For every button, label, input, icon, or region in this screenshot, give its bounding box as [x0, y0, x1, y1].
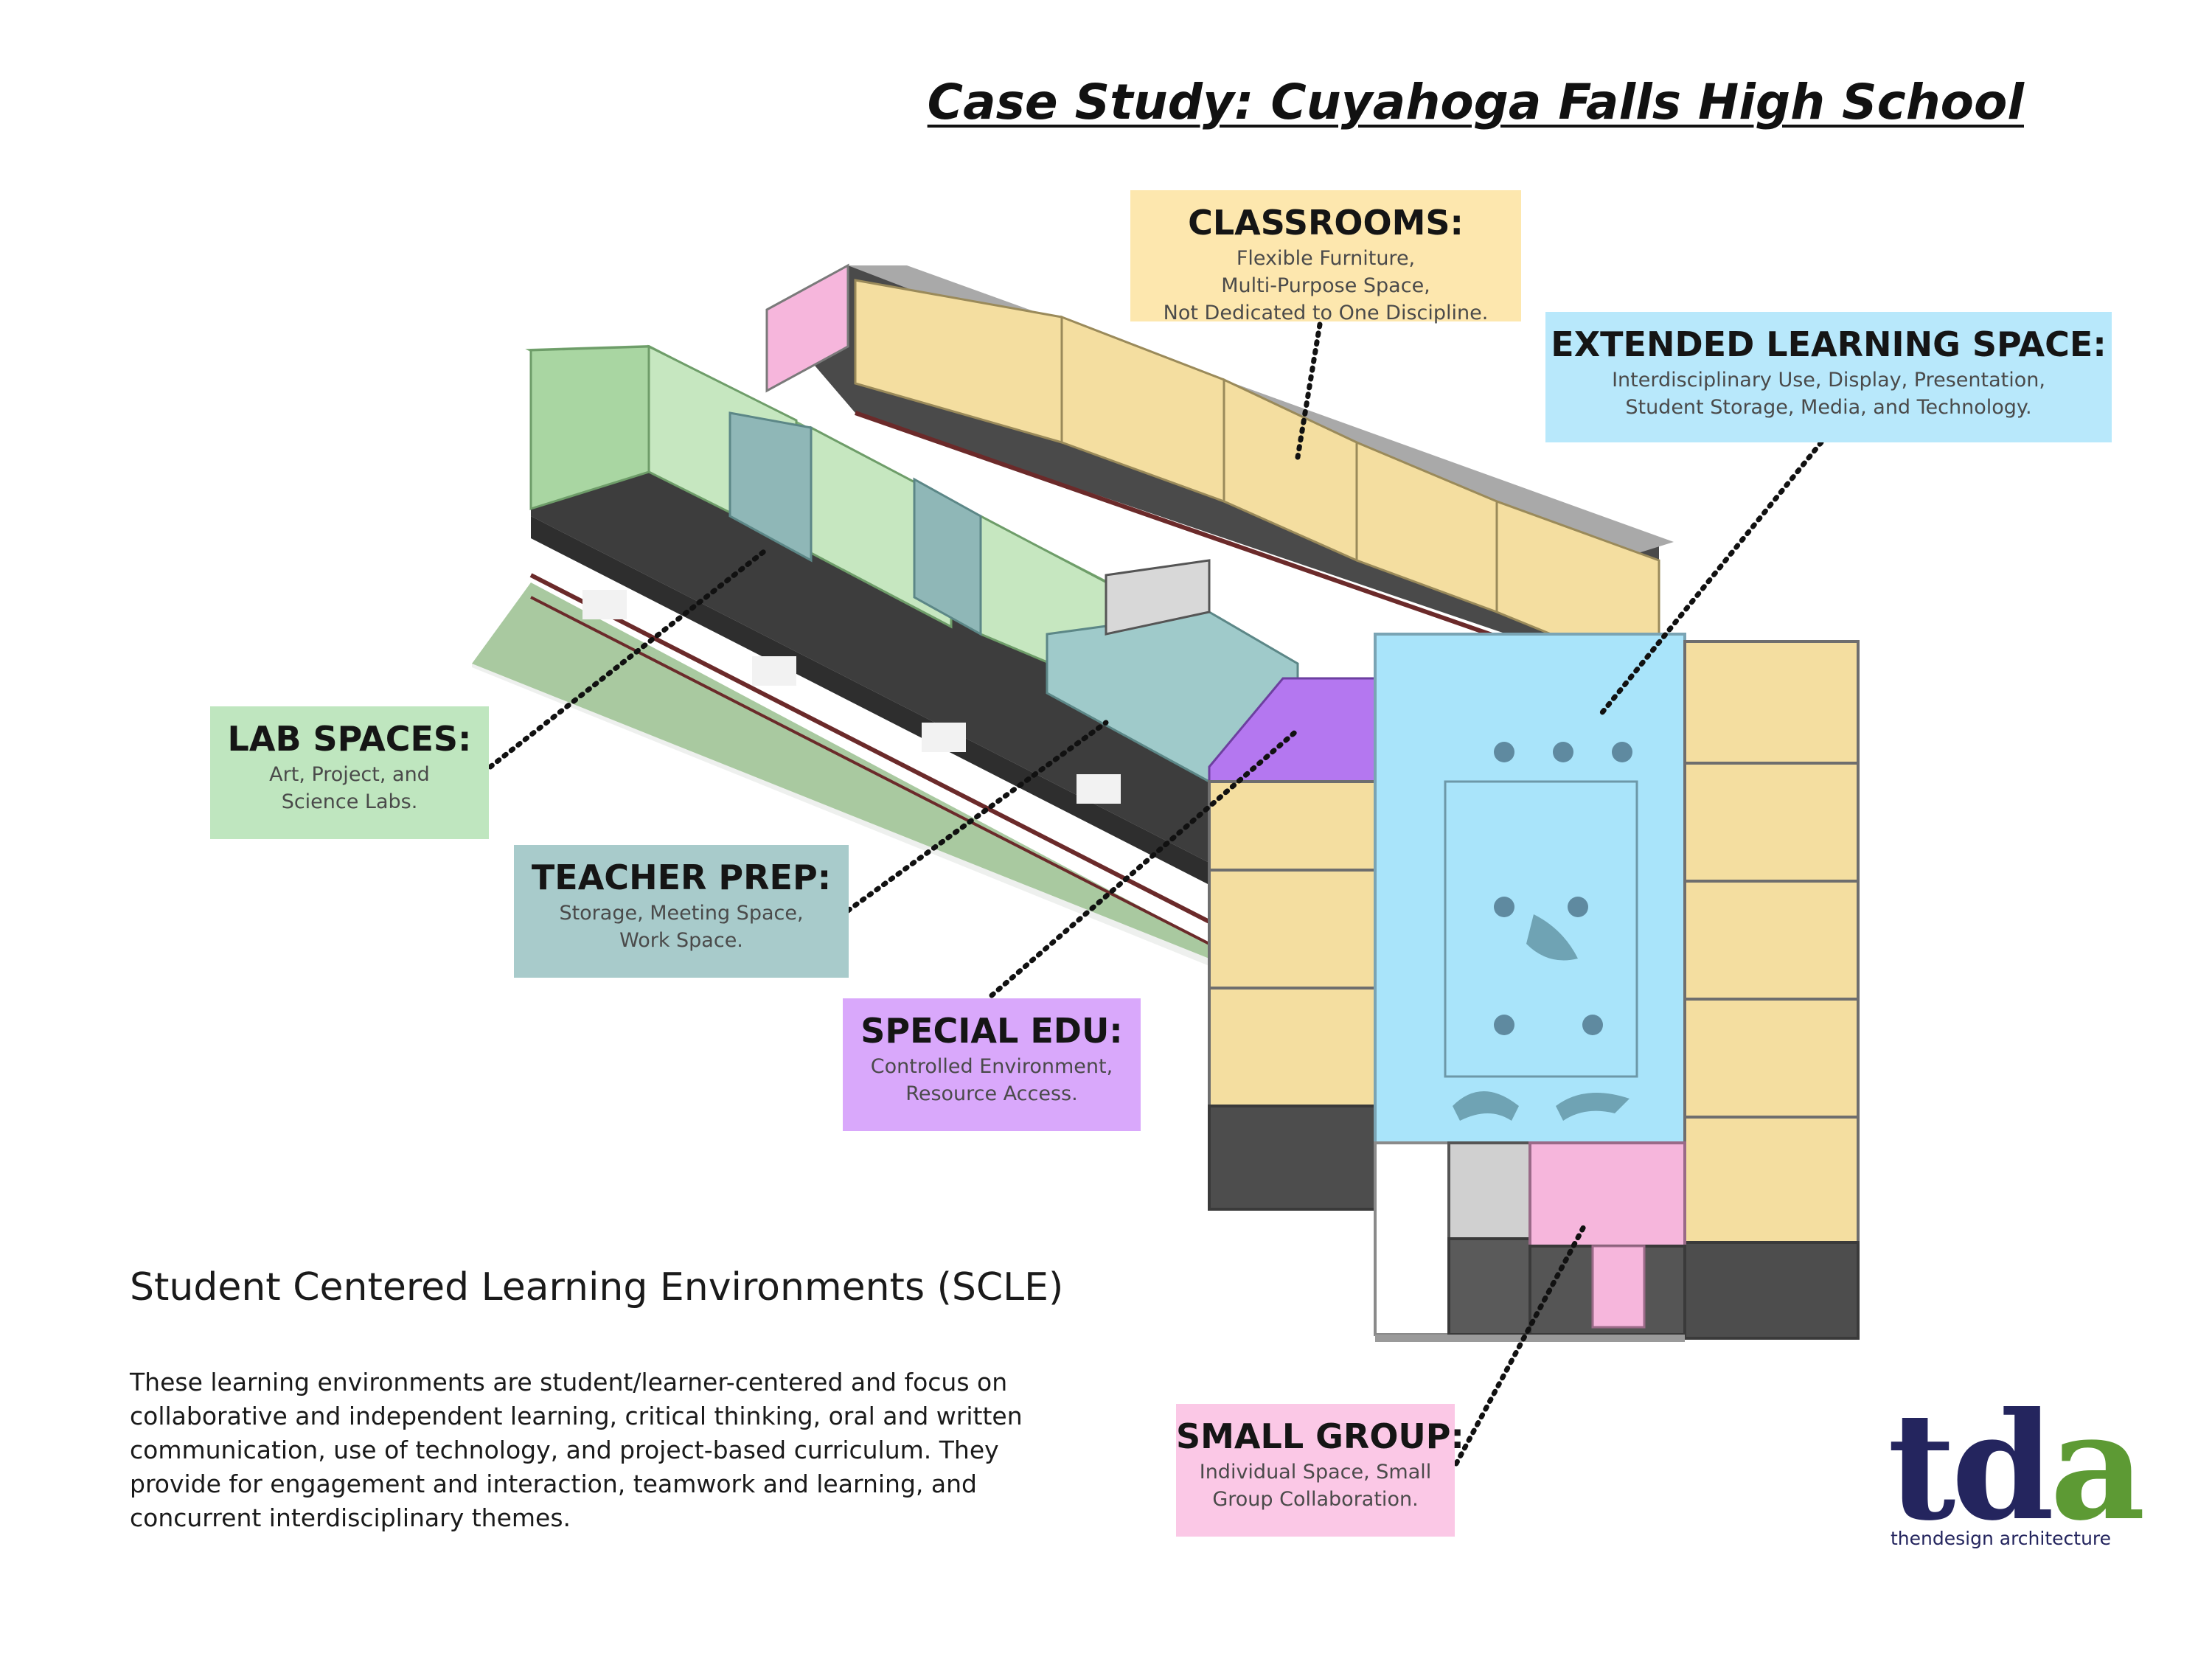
teacher-line: Storage, Meeting Space, [559, 902, 804, 925]
small-line: Individual Space, Small [1199, 1461, 1432, 1484]
scle-body-line: provide for engagement and interaction, … [130, 1470, 977, 1498]
classrooms-leader [1295, 321, 1323, 460]
classroom-wing-top [765, 263, 1674, 695]
classrooms-line: Flexible Furniture, [1236, 247, 1416, 270]
small-line: Group Collaboration. [1212, 1488, 1419, 1511]
scle-heading: Student Centered Learning Environments (… [130, 1265, 1064, 1310]
leader-lines [487, 321, 1824, 1467]
special-heading: SPECIAL EDU: [860, 1011, 1123, 1051]
scle-body-line: communication, use of technology, and pr… [130, 1436, 999, 1464]
special-edu-leader [989, 727, 1301, 998]
tda-logo: tda thendesign architecture [1888, 1394, 2146, 1556]
extended-heading: EXTENDED LEARNING SPACE: [1551, 324, 2107, 364]
small-heading: SMALL GROUP: [1176, 1416, 1464, 1456]
special-line: Resource Access. [905, 1082, 1078, 1105]
scle-body-line: collaborative and independent learning, … [130, 1402, 1023, 1430]
small-group-leader [1453, 1221, 1588, 1467]
special-edu-callout: SPECIAL EDU: Controlled Environment, Res… [843, 998, 1141, 1131]
ground-plane [472, 664, 1209, 966]
lab-line: Science Labs. [281, 790, 418, 813]
teacher-line: Work Space. [619, 929, 743, 952]
lab-heading: LAB SPACES: [227, 719, 472, 759]
scle-body-line: These learning environments are student/… [130, 1368, 1008, 1397]
page-title: Case Study: Cuyahoga Falls High School [927, 74, 2024, 131]
extended-line: Interdisciplinary Use, Display, Presenta… [1612, 369, 2045, 392]
scle-body-line: concurrent interdisciplinary themes. [130, 1503, 571, 1532]
classrooms-heading: CLASSROOMS: [1188, 203, 1464, 243]
logo-tagline: thendesign architecture [1891, 1528, 2112, 1549]
extended-learning-callout: EXTENDED LEARNING SPACE: Interdisciplina… [1545, 312, 2112, 442]
extended-leader [1597, 439, 1824, 718]
classroom-column-left [1208, 780, 1377, 1211]
classrooms-line: Multi-Purpose Space, [1221, 274, 1430, 297]
teacher-prep-leader [845, 720, 1109, 914]
extended-line: Student Storage, Media, and Technology. [1625, 396, 2032, 419]
logo-wordmark: tda [1888, 1380, 2146, 1554]
lawn [472, 582, 1224, 959]
classrooms-line: Not Dedicated to One Discipline. [1163, 302, 1489, 324]
small-group-callout: SMALL GROUP: Individual Space, Small Gro… [1176, 1404, 1464, 1537]
extended-learning-space [1374, 633, 1686, 1144]
classrooms-callout: CLASSROOMS: Flexible Furniture, Multi-Pu… [1130, 190, 1521, 324]
special-line: Controlled Environment, [870, 1055, 1113, 1078]
lab-line: Art, Project, and [269, 763, 430, 786]
small-group-zone [1374, 1141, 1686, 1342]
teacher-heading: TEACHER PREP: [531, 858, 832, 897]
scle-description: These learning environments are student/… [130, 1366, 1044, 1535]
teacher-prep-callout: TEACHER PREP: Storage, Meeting Space, Wo… [514, 845, 849, 978]
lab-leader [487, 546, 770, 770]
lab-spaces-callout: LAB SPACES: Art, Project, and Science La… [210, 706, 489, 839]
classroom-column-right [1683, 640, 1860, 1340]
